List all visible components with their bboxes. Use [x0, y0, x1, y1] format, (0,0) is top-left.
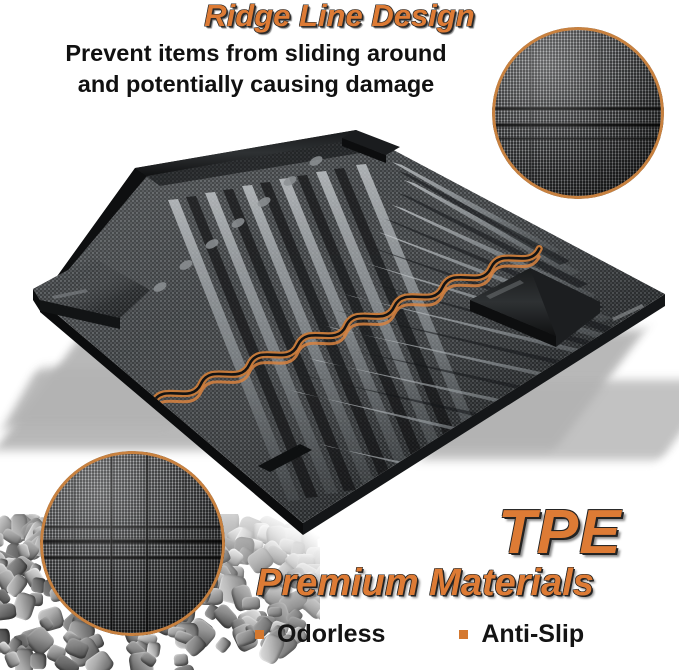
tpe-pellet — [29, 651, 47, 669]
bullet-square-icon — [459, 630, 469, 639]
subtitle-line-2: and potentially causing damage — [77, 71, 435, 98]
mesh-texture — [492, 27, 664, 199]
subtitle-line-1: Prevent items from sliding around — [65, 40, 447, 66]
page-title: Ridge Line Design — [204, 0, 475, 33]
tpe-pellet — [267, 606, 283, 617]
bullet-square-icon — [255, 630, 264, 639]
tpe-pellet — [213, 635, 232, 654]
feature-item-odorless: Odorless — [255, 622, 385, 647]
feature-label: Anti-Slip — [481, 620, 585, 648]
ridge-line-texture-closeup — [492, 27, 664, 199]
cross-ridge-texture-closeup — [40, 451, 225, 636]
feature-item-anti-slip: Anti-Slip — [459, 622, 584, 647]
mesh-texture — [40, 451, 225, 636]
mat-drop-shadow-tail — [2, 368, 208, 428]
material-tagline: Premium Materials — [256, 562, 594, 604]
tpe-pellet — [0, 602, 17, 622]
material-code-heading: TPE — [498, 498, 622, 567]
feature-label: Odorless — [277, 620, 386, 648]
subtitle: Prevent items from sliding around and po… — [6, 38, 506, 100]
feature-list: Odorless Anti-Slip — [255, 622, 665, 647]
